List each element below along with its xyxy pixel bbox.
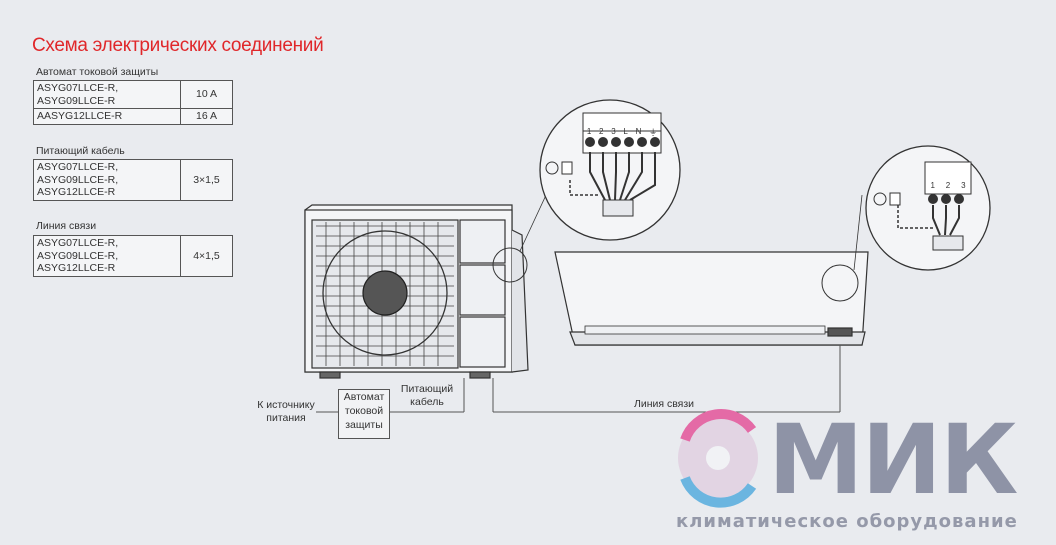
wiring-lines	[316, 345, 841, 413]
to-source-label: К источнику питания	[257, 399, 315, 424]
table-cell-models: ASYG07LLCE-R, ASYG09LLCE-R, ASYG12LLCE-R	[33, 159, 181, 201]
terminal-label: 3	[961, 181, 966, 190]
outdoor-terminal-labels: 1 2 3 L N ⏚	[583, 127, 661, 138]
terminal-label: ⏚	[649, 128, 658, 137]
terminal-label: N	[635, 127, 642, 136]
comm-line-label: Линия связи	[633, 398, 695, 410]
feed-cable-label: Питающий кабель	[400, 383, 454, 408]
outdoor-terminal-marker	[492, 247, 528, 283]
table-cell-value: 10 A	[180, 80, 233, 109]
logo-emblem	[678, 409, 758, 508]
table-cell-value: 3×1,5	[180, 159, 233, 201]
table-row: ASYG07LLCE-R, ASYG09LLCE-R, ASYG12LLCE-R…	[33, 235, 233, 277]
logo-tagline: климатическое оборудование	[676, 511, 1018, 532]
logo-name: МИК	[768, 404, 1018, 516]
indoor-terminal-labels: 1 2 3	[925, 181, 971, 190]
indoor-unit	[554, 251, 869, 346]
outdoor-terminal-magnifier	[539, 99, 681, 241]
table-row: ASYG07LLCE-R, ASYG09LLCE-R, ASYG12LLCE-R…	[33, 159, 233, 201]
indoor-terminal-magnifier	[865, 145, 991, 271]
breaker-caption: Автомат токовой защиты	[36, 66, 159, 78]
terminal-label: 1	[586, 127, 592, 136]
table-cell-value: 4×1,5	[180, 235, 233, 277]
table-cell-models: ASYG07LLCE-R, ASYG09LLCE-R	[33, 80, 181, 109]
table-cell-models: ASYG07LLCE-R, ASYG09LLCE-R, ASYG12LLCE-R	[33, 235, 181, 277]
terminal-label: 2	[599, 127, 604, 136]
breaker-box: Автомат токовой защиты	[338, 389, 390, 439]
outdoor-unit	[304, 204, 529, 379]
table-row: ASYG07LLCE-R, ASYG09LLCE-R 10 A	[33, 80, 233, 109]
page-title: Схема электрических соединений	[32, 35, 324, 56]
terminal-label: 2	[945, 181, 951, 190]
terminal-label: 1	[930, 181, 935, 190]
terminal-label: 3	[611, 127, 616, 136]
signal-line-table: ASYG07LLCE-R, ASYG09LLCE-R, ASYG12LLCE-R…	[33, 235, 233, 277]
terminal-label: L	[623, 127, 628, 136]
table-cell-models: AASYG12LLCE-R	[33, 108, 181, 125]
table-cell-value: 16 A	[180, 108, 233, 125]
power-cable-table: ASYG07LLCE-R, ASYG09LLCE-R, ASYG12LLCE-R…	[33, 159, 233, 201]
signal-line-caption: Линия связи	[36, 220, 97, 232]
table-row: AASYG12LLCE-R 16 A	[33, 108, 233, 125]
breaker-table: ASYG07LLCE-R, ASYG09LLCE-R 10 A AASYG12L…	[33, 80, 233, 125]
power-cable-caption: Питающий кабель	[36, 145, 125, 157]
